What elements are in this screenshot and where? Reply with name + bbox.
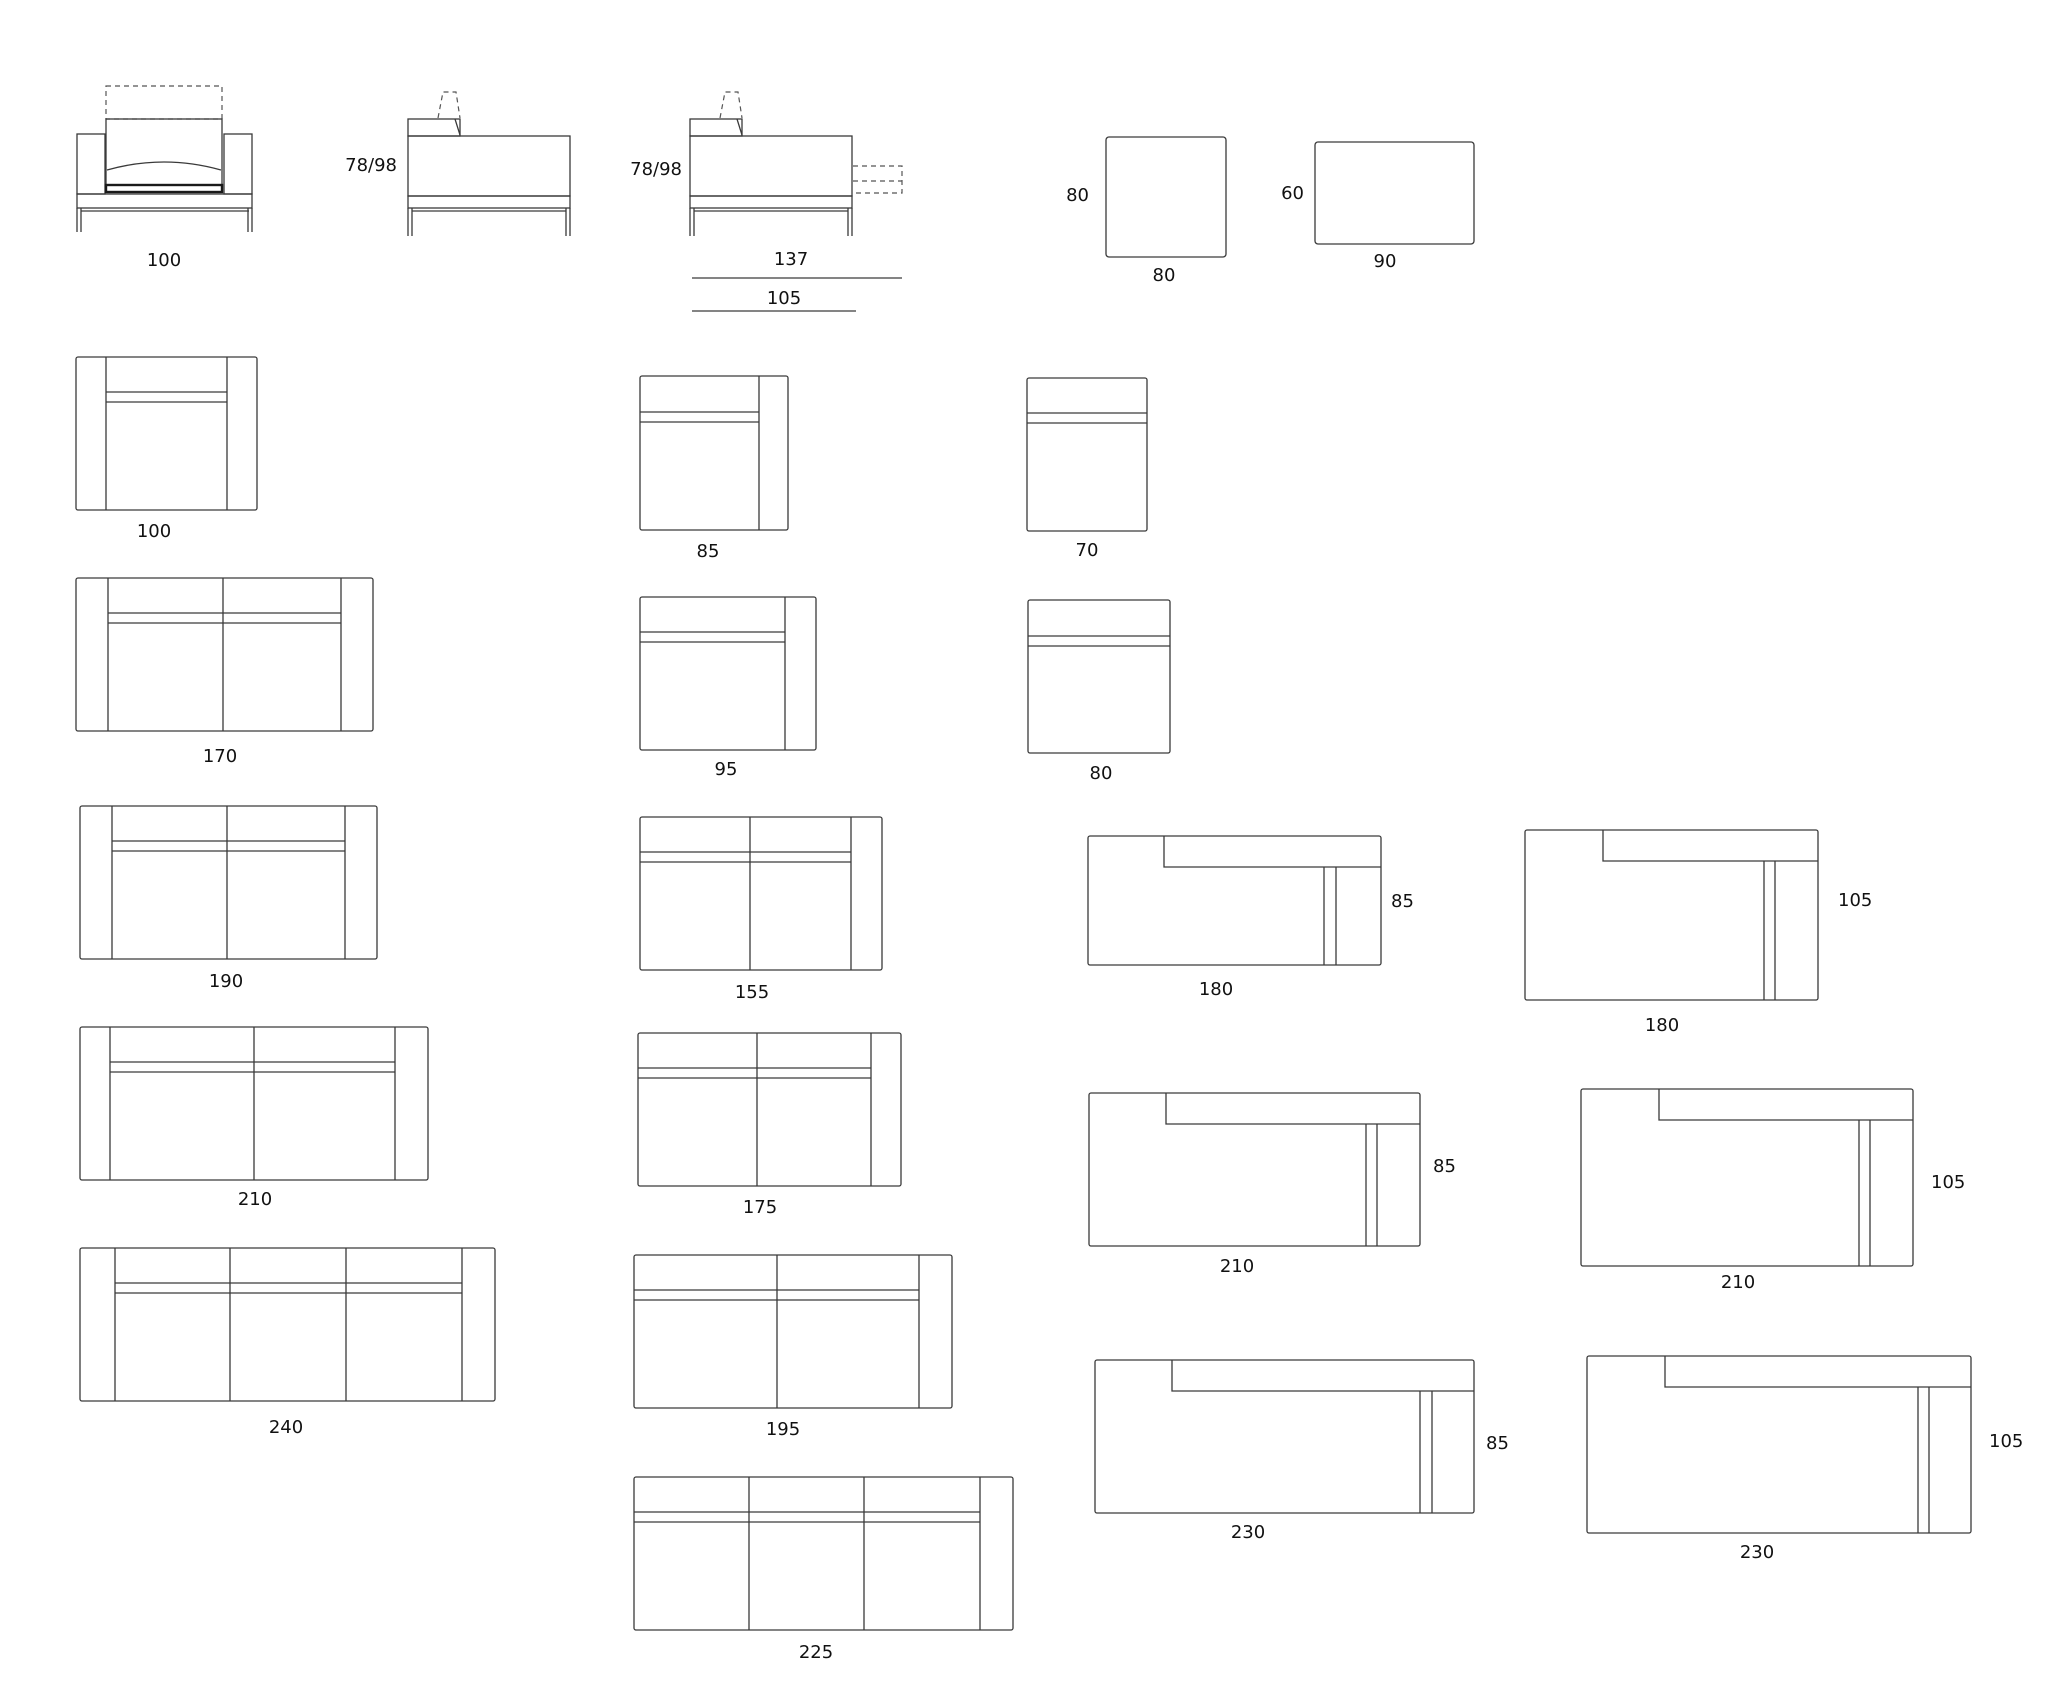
chaise-105-depth-label: 105 bbox=[1838, 890, 1872, 911]
sofa-width-label: 100 bbox=[137, 521, 171, 542]
chaise-85-180 bbox=[1087, 835, 1382, 966]
sofa-plan-100 bbox=[75, 356, 258, 511]
one-arm-width-label: 95 bbox=[715, 759, 738, 780]
one-arm-width-label: 175 bbox=[743, 1197, 777, 1218]
one-arm-width-label: 155 bbox=[735, 982, 769, 1003]
armless-module-80 bbox=[1027, 599, 1171, 754]
side-height-label: 78/98 bbox=[345, 155, 397, 176]
one-arm-module-225 bbox=[633, 1476, 1014, 1631]
chaise-85-230 bbox=[1094, 1359, 1475, 1514]
chaise-85-width-label: 180 bbox=[1199, 979, 1233, 1000]
chaise-105-180 bbox=[1524, 829, 1819, 1001]
chaise-side-height-label: 78/98 bbox=[630, 159, 682, 180]
one-arm-module-155 bbox=[639, 816, 883, 971]
chaise-side-elevation bbox=[689, 91, 903, 312]
ottoman-square-width-label: 80 bbox=[1153, 265, 1176, 286]
chaise-85-210 bbox=[1088, 1092, 1421, 1247]
armless-width-label: 80 bbox=[1090, 763, 1113, 784]
sofa-width-label: 190 bbox=[209, 971, 243, 992]
one-arm-module-85 bbox=[639, 375, 789, 531]
armless-width-label: 70 bbox=[1076, 540, 1099, 561]
chaise-105-210 bbox=[1580, 1088, 1914, 1267]
sofa-width-label: 170 bbox=[203, 746, 237, 767]
sofa-side-elevation bbox=[407, 91, 571, 236]
chaise-85-depth-label: 85 bbox=[1486, 1433, 1509, 1454]
one-arm-width-label: 225 bbox=[799, 1642, 833, 1663]
chaise-depth-extended-label: 137 bbox=[774, 249, 808, 270]
chaise-105-width-label: 230 bbox=[1740, 1542, 1774, 1563]
armless-module-70 bbox=[1026, 377, 1148, 532]
one-arm-module-195 bbox=[633, 1254, 953, 1409]
armchair-width-label: 100 bbox=[147, 250, 181, 271]
chaise-105-width-label: 180 bbox=[1645, 1015, 1679, 1036]
sofa-plan-170 bbox=[75, 577, 374, 732]
one-arm-width-label: 85 bbox=[697, 541, 720, 562]
sofa-width-label: 210 bbox=[238, 1189, 272, 1210]
chaise-85-width-label: 210 bbox=[1220, 1256, 1254, 1277]
chaise-105-230 bbox=[1586, 1355, 1972, 1534]
one-arm-module-95 bbox=[639, 596, 817, 751]
one-arm-width-label: 195 bbox=[766, 1419, 800, 1440]
one-arm-module-175 bbox=[637, 1032, 902, 1187]
ottoman-square bbox=[1105, 136, 1227, 258]
armchair-front-elevation bbox=[76, 85, 253, 232]
chaise-105-width-label: 210 bbox=[1721, 1272, 1755, 1293]
chaise-85-depth-label: 85 bbox=[1391, 891, 1414, 912]
chaise-105-depth-label: 105 bbox=[1989, 1431, 2023, 1452]
chaise-85-depth-label: 85 bbox=[1433, 1156, 1456, 1177]
sofa-plan-210 bbox=[79, 1026, 429, 1181]
chaise-depth-label: 105 bbox=[767, 288, 801, 309]
ottoman-square-height-label: 80 bbox=[1066, 185, 1089, 206]
chaise-105-depth-label: 105 bbox=[1931, 1172, 1965, 1193]
sofa-width-label: 240 bbox=[269, 1417, 303, 1438]
ottoman-rect-width-label: 90 bbox=[1374, 251, 1397, 272]
ottoman-rect-height-label: 60 bbox=[1281, 183, 1304, 204]
ottoman-rectangular bbox=[1314, 141, 1475, 245]
sofa-plan-190 bbox=[79, 805, 378, 960]
sofa-plan-240 bbox=[79, 1247, 496, 1402]
chaise-85-width-label: 230 bbox=[1231, 1522, 1265, 1543]
